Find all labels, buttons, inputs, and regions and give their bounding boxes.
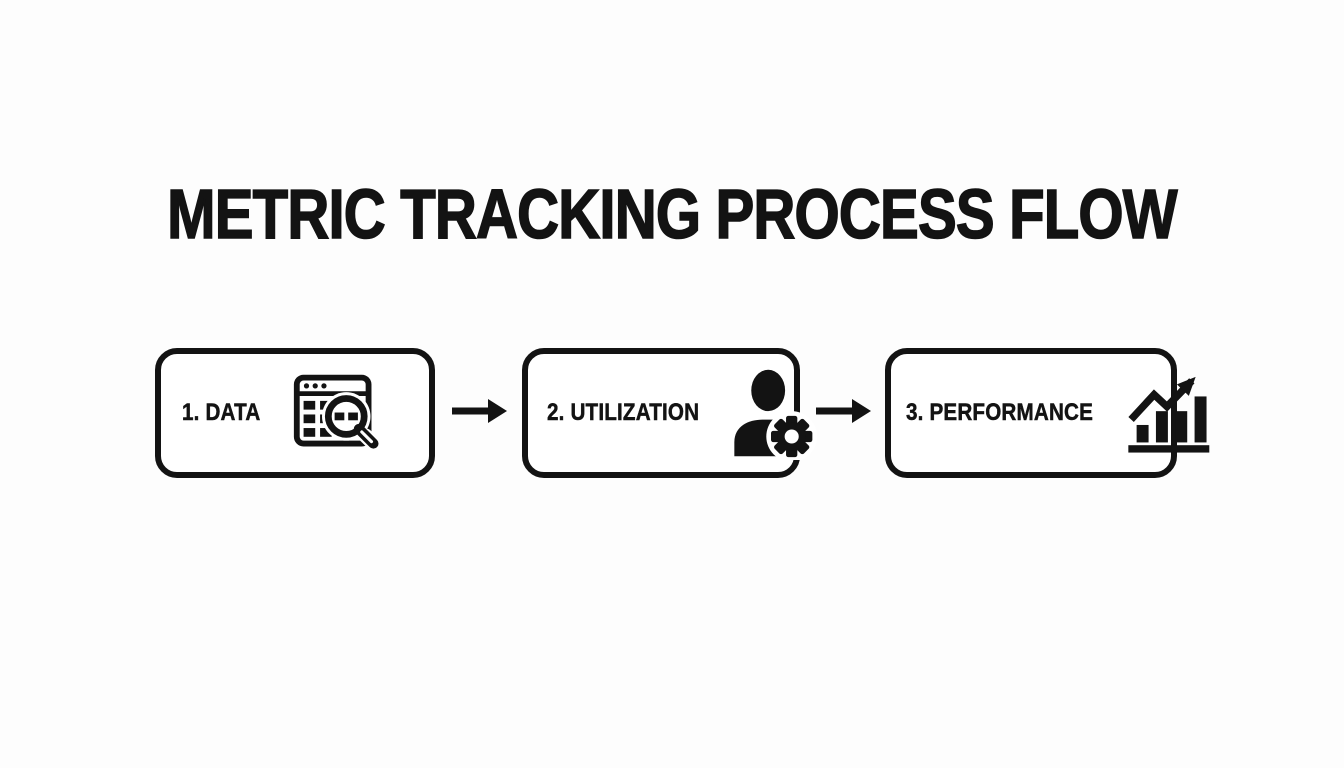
diagram-title: METRIC TRACKING PROCESS FLOW <box>167 175 1179 253</box>
user-gear-icon <box>724 366 818 460</box>
flow-connector-2 <box>800 348 885 478</box>
flow-step-performance: 3. PERFORMANCE <box>885 348 1209 478</box>
spreadsheet-magnifier-icon <box>290 365 387 462</box>
step-label-data: 1. DATA <box>182 399 261 427</box>
flow-step-utilization: 2. UTILIZATION <box>522 348 818 478</box>
step-label-utilization: 2. UTILIZATION <box>547 399 700 427</box>
flow-step-data: 1. DATA <box>155 348 435 478</box>
process-flow: 1. DATA <box>155 348 1209 478</box>
flow-connector-1 <box>435 348 522 478</box>
bar-chart-growth-icon <box>1124 367 1221 459</box>
arrow-right-icon <box>813 393 873 434</box>
step-label-performance: 3. PERFORMANCE <box>906 399 1094 427</box>
arrow-right-icon <box>449 393 509 434</box>
